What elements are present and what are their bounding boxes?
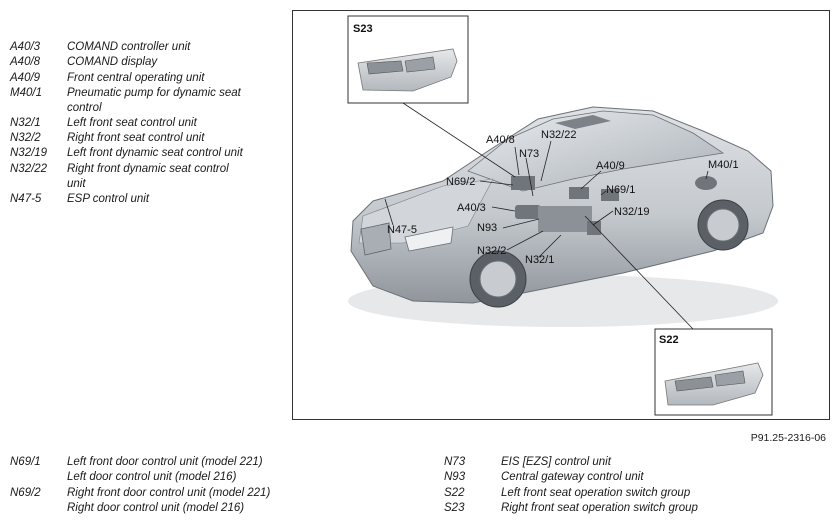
legend-desc: EIS [EZS] control unit — [501, 456, 611, 468]
legend-desc: control — [67, 102, 102, 114]
inset-s22-label: S22 — [659, 334, 679, 346]
legend-code: N32/2 — [10, 132, 41, 144]
component-a40-9 — [569, 187, 589, 199]
legend-desc: Right door control unit (model 216) — [67, 502, 245, 514]
figure-reference: P91.25-2316-06 — [750, 432, 826, 444]
callout-n32-2: N32/2 — [477, 245, 506, 257]
legend-desc: Right front dynamic seat control — [67, 163, 229, 175]
car-sunroof — [555, 115, 611, 129]
legend-code: M40/1 — [10, 87, 42, 99]
legend-desc: Left front dynamic seat control unit — [67, 147, 243, 159]
component-a40-3 — [515, 205, 541, 219]
callout-m40-1: M40/1 — [708, 159, 739, 171]
component-a40-8 — [511, 176, 535, 190]
legend-code: S22 — [444, 487, 465, 499]
legend-bottom-left: N69/1 Left front door control unit (mode… — [10, 455, 410, 517]
legend-code: N69/2 — [10, 487, 41, 499]
car-hood — [358, 178, 494, 244]
legend-code: N32/1 — [10, 117, 41, 129]
legend-desc: Pneumatic pump for dynamic seat — [67, 87, 241, 99]
callout-a40-8: A40/8 — [486, 134, 515, 146]
legend-code: A40/9 — [10, 72, 41, 84]
leader-lines — [384, 102, 709, 330]
legend-desc: ESP control unit — [67, 193, 150, 205]
inset-s23: S23 — [347, 15, 469, 104]
callout-n73: N73 — [519, 148, 539, 160]
car-grille — [360, 222, 392, 256]
callout-n32-19: N32/19 — [614, 206, 649, 218]
callout-a40-9: A40/9 — [596, 160, 625, 172]
legend-code: N69/1 — [10, 456, 41, 468]
legend-desc: Left front seat operation switch group — [501, 487, 691, 499]
legend-desc: unit — [67, 178, 86, 190]
legend-code: A40/8 — [10, 56, 41, 68]
legend-code: N73 — [444, 456, 466, 468]
component-n69-1 — [601, 189, 619, 201]
legend-bottom-right: N73 EIS [EZS] control unit N93 Central g… — [444, 455, 834, 517]
component-m40-1 — [695, 176, 717, 190]
legend-code: A40/3 — [10, 41, 41, 53]
component-n32-19 — [587, 221, 601, 235]
legend-desc: Right front seat control unit — [67, 132, 205, 144]
legend-desc: COMAND display — [67, 56, 158, 68]
inset-s23-label: S23 — [353, 23, 373, 35]
legend-code: N32/22 — [10, 163, 48, 175]
inset-s22: S22 — [654, 328, 773, 416]
callout-n69-2: N69/2 — [446, 176, 475, 188]
callout-n47-5: N47-5 — [387, 224, 417, 236]
car-headlight — [404, 226, 454, 252]
callout-n93: N93 — [477, 222, 497, 234]
legend-code: N47-5 — [10, 193, 42, 205]
legend-desc: Left front seat control unit — [67, 117, 197, 129]
callout-n32-1: N32/1 — [525, 254, 554, 266]
legend-desc: Right front door control unit (model 221… — [67, 487, 271, 499]
legend-desc: Left front door control unit (model 221) — [67, 456, 263, 468]
callouts: A40/8 N32/22 N73 A40/9 M40/1 N69/2 N69/1… — [387, 129, 739, 266]
legend-code: N93 — [444, 471, 466, 483]
component-seat-units — [538, 206, 592, 232]
legend-desc: Right front seat operation switch group — [501, 502, 698, 514]
legend-desc: COMAND controller unit — [67, 41, 191, 53]
car-diagram: S23 S22 — [347, 15, 778, 416]
callout-a40-3: A40/3 — [457, 202, 486, 214]
callout-n69-1: N69/1 — [606, 184, 635, 196]
car-roof-glass — [467, 110, 725, 192]
legend-desc: Central gateway control unit — [501, 471, 644, 483]
legend-desc: Left door control unit (model 216) — [67, 471, 237, 483]
car-illustration — [348, 106, 778, 327]
legend-desc: Front central operating unit — [67, 72, 205, 84]
legend-code: S23 — [444, 502, 465, 514]
callout-n32-22: N32/22 — [541, 129, 576, 141]
legend-top: A40/3 COMAND controller unit A40/8 COMAN… — [10, 40, 270, 220]
figure-frame: S23 S22 — [292, 10, 830, 420]
legend-code: N32/19 — [10, 147, 48, 159]
